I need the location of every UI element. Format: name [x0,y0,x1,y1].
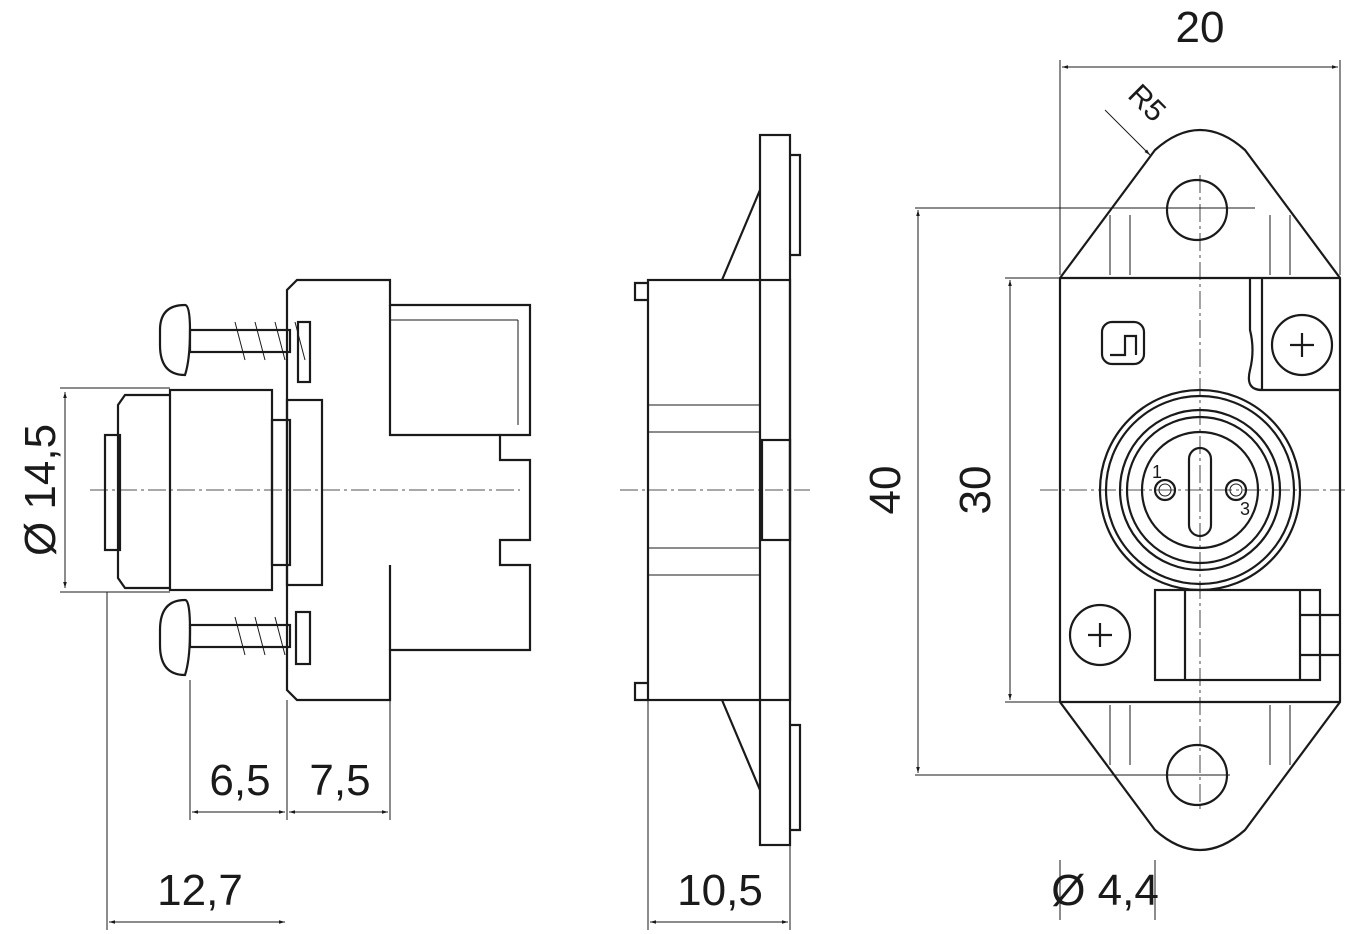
flange-face [285,398,324,587]
dim-7-5: 7,5 [309,756,370,805]
dim-12-7: 12,7 [157,866,243,915]
pin-3-label: 3 [1240,499,1250,519]
screw-top [158,303,312,384]
front-view: 1 3 20 R5 40 30 Ø 4,4 [861,3,1345,920]
side-view-left: Ø 14,5 6,5 7,5 12,7 [16,278,532,930]
dim-10-5: 10,5 [677,866,763,915]
ground-symbol-icon [1100,320,1146,366]
dim-diameter-nut: Ø 14,5 [16,424,65,556]
dim-radius: R5 [1121,78,1171,128]
dim-width: 20 [1176,3,1225,52]
dim-hole-spacing: 40 [861,466,910,515]
side-view-middle: 10,5 [620,133,810,930]
screw-head-top [1270,313,1334,377]
dim-hole-diameter: Ø 4,4 [1051,866,1159,915]
screw-bottom [158,598,312,677]
screw-head-bottom [1068,603,1132,667]
dim-6-5: 6,5 [209,756,270,805]
pin-1-label: 1 [1152,462,1162,482]
dim-body-height: 30 [951,466,1000,515]
latch [1153,588,1322,682]
mount-hole-top [1165,178,1229,242]
